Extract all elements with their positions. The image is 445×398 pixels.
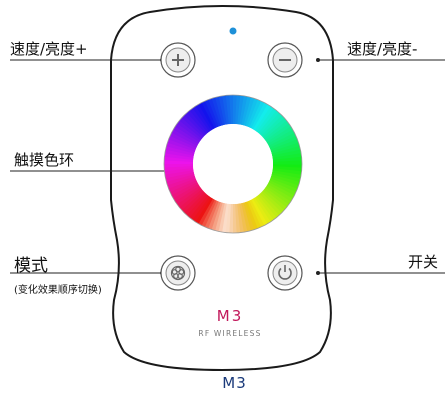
color-ring[interactable] <box>163 94 303 234</box>
plus-icon <box>172 54 184 66</box>
flower-mode-icon <box>170 265 186 281</box>
label-mode: 模式 <box>14 256 48 276</box>
mode-button[interactable] <box>160 255 196 291</box>
color-ring-center <box>193 124 273 204</box>
label-power: 开关 <box>408 253 439 271</box>
label-touch-color-ring: 触摸色环 <box>14 151 75 169</box>
power-icon <box>278 265 292 280</box>
minus-button[interactable] <box>267 42 303 78</box>
brand-subtitle: RF WIRELESS <box>198 329 261 338</box>
plus-button[interactable] <box>160 42 196 78</box>
brand-mark: M3 <box>217 307 244 325</box>
power-button[interactable] <box>267 255 303 291</box>
label-speed-brightness-minus: 速度/亮度- <box>347 40 418 58</box>
product-caption: M3 <box>222 374 247 392</box>
label-speed-brightness-plus: 速度/亮度+ <box>10 40 88 58</box>
indicator-led <box>229 27 237 35</box>
label-mode-note: (变化效果顺序切换) <box>14 285 102 296</box>
